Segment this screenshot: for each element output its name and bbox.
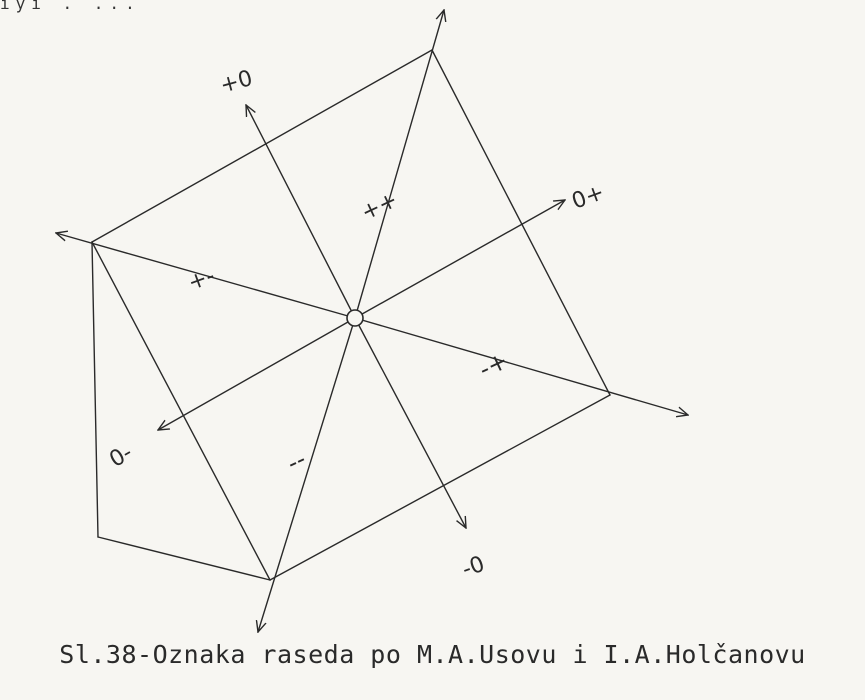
- axis-to-left-vertex: [56, 233, 356, 319]
- outline-left-edge: [91, 241, 99, 538]
- label-plus-zero: +0: [218, 66, 256, 99]
- diagonal-left-to-bottom: [91, 241, 271, 581]
- label-minus-zero: -0: [459, 552, 488, 583]
- label-minus-minus: --: [283, 445, 311, 478]
- axis-minus-zero: [354, 317, 466, 528]
- cropped-header-text: ıyı . ...: [0, 0, 141, 13]
- axis-plus-zero: [246, 105, 356, 319]
- axis-plus-plus: [354, 10, 444, 319]
- axis-zero-minus: [158, 317, 356, 430]
- outline-right-lower-edge: [269, 394, 611, 581]
- label-minus-plus: -+: [475, 346, 513, 384]
- label-zero-plus: 0+: [569, 180, 608, 215]
- label-plus-minus: +-: [185, 264, 218, 297]
- label-zero-minus: 0-: [105, 440, 136, 473]
- axis-to-right-vertex: [354, 317, 688, 415]
- outline-right-upper-edge: [431, 49, 611, 396]
- outline-bottom-edge: [97, 536, 271, 581]
- label-plus-plus: ++: [358, 188, 402, 226]
- figure-caption: Sl.38-Oznaka raseda po M.A.Usovu i I.A.H…: [59, 640, 806, 669]
- center-point: [346, 309, 364, 327]
- axis-minus-minus: [258, 317, 356, 632]
- outline-top-edge: [91, 49, 433, 243]
- axis-zero-plus: [354, 200, 565, 319]
